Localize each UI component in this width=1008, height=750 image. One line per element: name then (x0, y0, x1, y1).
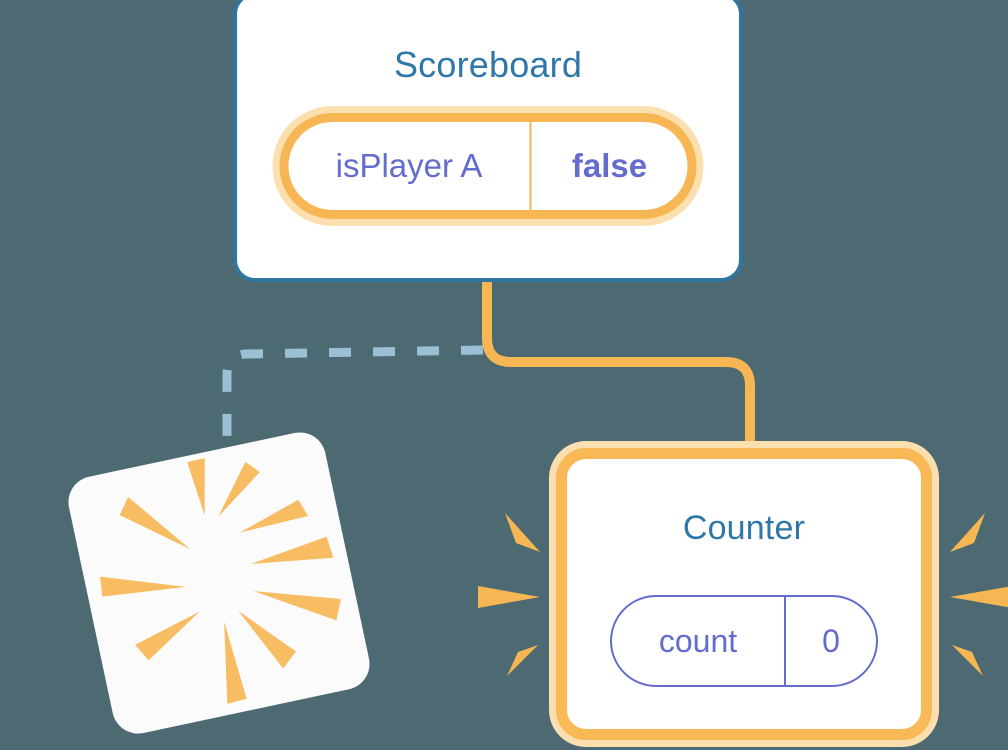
counter-state-pill[interactable]: count 0 (610, 595, 878, 687)
burst-rays-icon (100, 458, 341, 704)
counter-title: Counter (682, 509, 806, 547)
card-counter[interactable]: Counter count 0 (556, 448, 932, 740)
connector-dashed-blue (222, 345, 484, 462)
scoreboard-state-pill[interactable]: isPlayer A false (279, 113, 697, 219)
scoreboard-title: Scoreboard (393, 44, 583, 85)
counter-state-key: count (658, 622, 738, 659)
card-unmounted-tilted[interactable] (63, 427, 375, 739)
connector-solid-orange (482, 278, 755, 470)
card-scoreboard[interactable]: Scoreboard isPlayer A false (233, 0, 743, 282)
scoreboard-state-value: false (529, 122, 688, 210)
scoreboard-state-key: isPlayer A (335, 147, 483, 184)
burst-ray-left-group (478, 513, 540, 676)
burst-ray-right-group (950, 513, 1008, 676)
counter-state-value: 0 (784, 597, 876, 685)
